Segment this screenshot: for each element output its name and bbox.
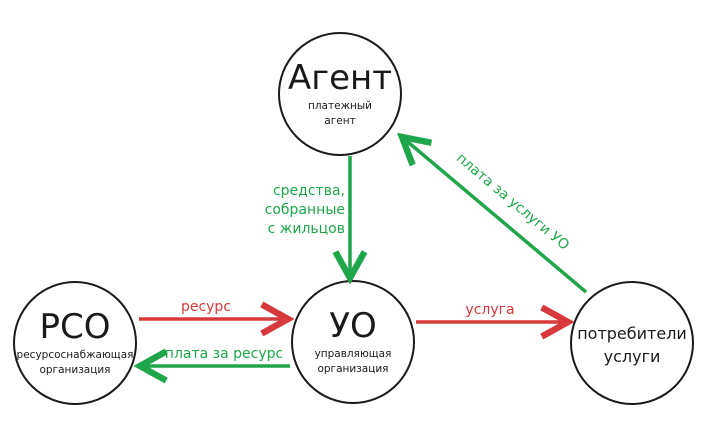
consumers-line2: услуги	[604, 347, 661, 366]
uo-title: УО	[329, 306, 376, 346]
funds-label-line3: с жильцов	[268, 221, 345, 237]
agent-subtitle-line1: платежный	[308, 100, 372, 112]
uo-subtitle-line2: организация	[317, 363, 388, 375]
resource-label: ресурс	[181, 299, 231, 315]
payment-services-arrow	[402, 137, 588, 294]
rso-node: РСО ресурсоснабжающая организация	[13, 281, 137, 405]
agent-title: Агент	[288, 58, 392, 98]
funds-label-line1: средства,	[273, 183, 345, 199]
rso-subtitle-line1: ресурсоснабжающая	[17, 349, 134, 361]
funds-label-line2: собранные	[265, 202, 345, 218]
agent-node: Агент платежный агент	[278, 32, 402, 156]
rso-subtitle-line2: организация	[39, 364, 110, 376]
consumers-node: потребители услуги	[570, 281, 694, 405]
uo-node: УО управляющая организация	[291, 280, 415, 404]
rso-title: РСО	[39, 307, 110, 347]
payment-resource-label: плата за ресурс	[165, 346, 283, 362]
payment-services-label: плата за услуги УО	[453, 150, 572, 254]
uo-subtitle-line1: управляющая	[315, 348, 392, 360]
consumers-line1: потребители	[577, 324, 687, 343]
agent-subtitle-line2: агент	[324, 115, 355, 127]
service-label: услуга	[465, 302, 514, 318]
